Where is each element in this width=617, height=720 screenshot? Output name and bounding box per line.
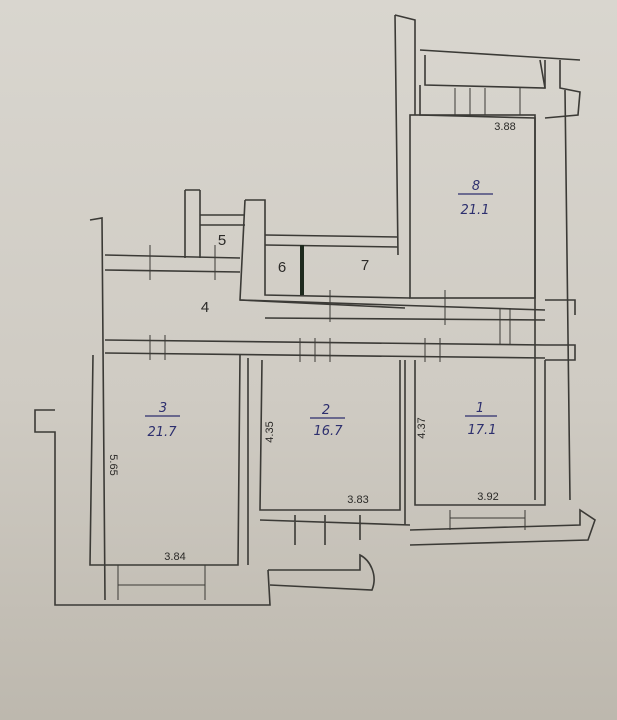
- room-2-area: 16.7: [314, 424, 344, 439]
- room-2-label: 2 16.7: [310, 403, 345, 439]
- room-3-area: 21.7: [148, 425, 178, 440]
- room-6-number: 6: [278, 259, 286, 276]
- room-3-width-dimension: 3.84: [164, 551, 185, 563]
- room-8-area: 21.1: [461, 203, 490, 218]
- room-3-length-dimension: 5.65: [107, 454, 119, 475]
- room-2-number: 2: [322, 403, 330, 418]
- room-1-number: 1: [476, 401, 484, 416]
- room-5-number: 5: [218, 232, 226, 249]
- room-2-width-dimension: 3.83: [347, 494, 368, 506]
- room-1-label: 1 17.1: [465, 401, 497, 438]
- room-1-width-dimension: 3.92: [477, 491, 498, 503]
- room-2-length-dimension: 4.35: [264, 421, 276, 442]
- room-8-number: 8: [472, 179, 480, 194]
- room-1-length-dimension: 4.37: [416, 417, 428, 438]
- walls: [34, 14, 596, 606]
- room-1-area: 17.1: [468, 423, 497, 438]
- room-4-number: 4: [201, 299, 209, 316]
- room-8-width-dimension: 3.88: [494, 121, 515, 133]
- room-7-number: 7: [361, 257, 369, 274]
- room-8-label: 8 21.1: [458, 179, 493, 218]
- room-3-number: 3: [159, 401, 167, 416]
- room-3-label: 3 21.7: [145, 401, 180, 440]
